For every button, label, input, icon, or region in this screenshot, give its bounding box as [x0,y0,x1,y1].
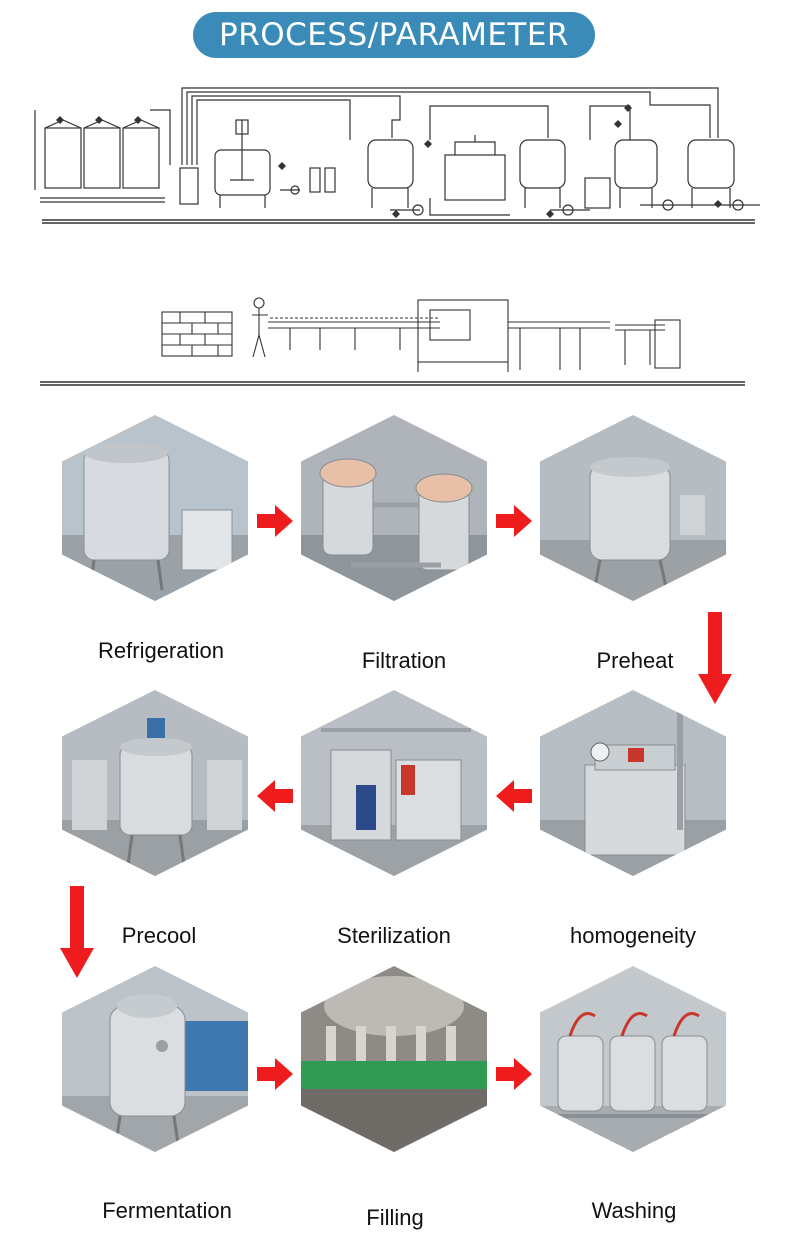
arrow-left-icon [496,780,532,812]
step-label-filling: Filling [366,1205,424,1230]
step-label-sterilization: Sterilization [337,923,451,948]
fermentation-tank-icon [62,966,248,1152]
page-title-text: PROCESS/PARAMETER [219,17,569,53]
step-washing-photo [540,966,726,1152]
step-label-homogeneity: homogeneity [570,923,696,948]
step-label-precool: Precool [121,923,197,948]
step-fermentation-photo [62,966,248,1152]
step-refrigeration-photo [62,415,248,601]
step-filling-photo [301,966,487,1152]
twin-filter-icon [301,415,487,601]
process-flow-diagram [34,87,760,224]
cip-washing-icon [540,966,726,1152]
step-homogeneity-photo [540,690,726,876]
arrow-right-icon [496,1058,532,1090]
arrow-right-icon [257,1058,293,1090]
homogenizer-icon [540,690,726,876]
step-preheat-photo [540,415,726,601]
arrow-down-icon [60,886,94,978]
step-filtration-photo [301,415,487,601]
precool-tank-icon [62,690,248,876]
step-label-refrigeration: Refrigeration [98,638,224,663]
page-title: PROCESS/PARAMETER [193,12,595,58]
preheat-tank-icon [540,415,726,601]
step-label-washing: Washing [591,1198,677,1223]
cold-storage-tank-icon [62,415,248,601]
arrow-left-icon [257,780,293,812]
step-label-filtration: Filtration [361,648,447,673]
step-label-preheat: Preheat [596,648,674,673]
step-label-fermentation: Fermentation [102,1198,232,1223]
filling-line-diagram [40,297,745,386]
arrow-right-icon [257,505,293,537]
filling-machine-icon [301,966,487,1152]
arrow-right-icon [496,505,532,537]
step-precool-photo [62,690,248,876]
sterilizer-icon [301,690,487,876]
step-sterilization-photo [301,690,487,876]
arrow-down-icon [698,612,732,704]
